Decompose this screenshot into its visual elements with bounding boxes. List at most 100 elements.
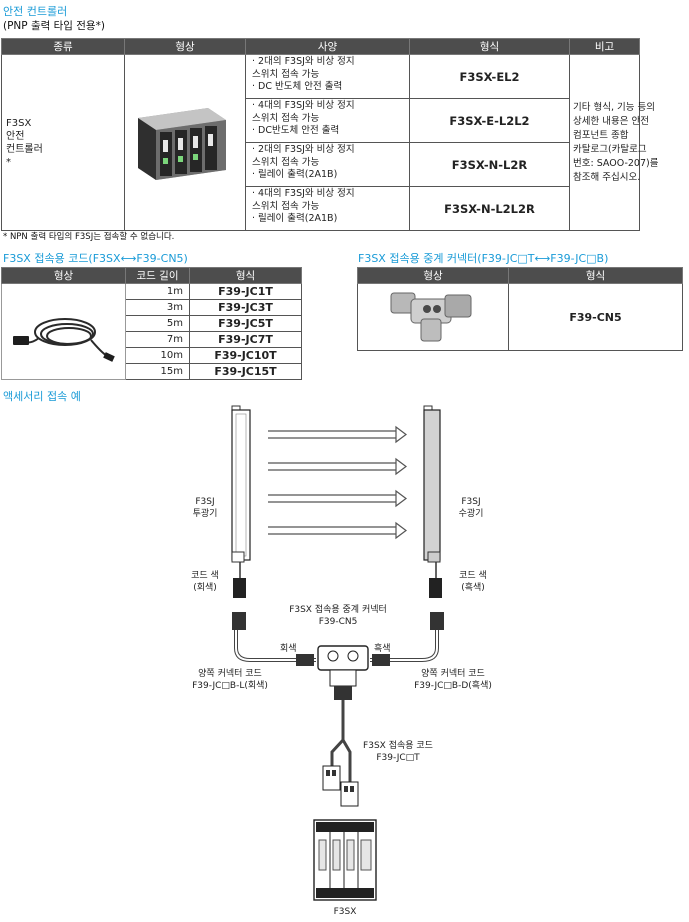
- spec-line: · DC 반도체 안전 출력: [252, 81, 343, 92]
- model-cell: F3SX-EL2: [409, 54, 570, 99]
- spec-line: · 4대의 F3SJ와 비상 정지: [252, 100, 355, 111]
- model-cell: F3SX-E-L2L2: [409, 98, 570, 143]
- controller-image-cell: [124, 54, 246, 231]
- model-cell: F39-JC5T: [189, 315, 302, 332]
- label-line: F3SX 접속용 코드: [363, 741, 433, 751]
- relay-image-cell: [357, 283, 509, 351]
- model-cell: F39-JC15T: [189, 363, 302, 380]
- cord-image: [12, 318, 115, 362]
- header-model: 형식: [508, 267, 683, 284]
- relay-connector-label: F3SX 접속용 중계 커넥터 F39-CN5: [268, 604, 408, 628]
- table-row: F3SX 안전 컨트롤러 *: [1, 54, 658, 231]
- spec-line: · 2대의 F3SJ와 비상 정지: [252, 144, 355, 155]
- cord-color-left-label: 코드 색 (회색): [180, 570, 230, 594]
- table-row: · 2대의 F3SJ와 비상 정지 스위치 접속 가능 · 릴레이 출력(2A1…: [2, 142, 640, 187]
- label-line: (회색): [193, 583, 217, 593]
- label-line: F3SX 접속용 중계 커넥터: [289, 605, 387, 615]
- model-cell: F3SX-N-L2L2R: [409, 186, 570, 231]
- type-line: F3SX: [6, 117, 32, 129]
- cord-table: 형상 코드 길이 형식 1m F39-JC1T 3m F39-JC3T 5m: [1, 267, 302, 380]
- spec-line: 스위치 접속 가능: [252, 68, 320, 80]
- table-row: 15m F39-JC15T: [2, 363, 302, 380]
- spec-line: · 릴레이 출력(2A1B): [252, 169, 338, 180]
- model-cell: F39-JC1T: [189, 283, 302, 300]
- right-cable-icon: [370, 612, 444, 666]
- table-row: · 4대의 F3SJ와 비상 정지 스위치 접속 가능 · 릴레이 출력(2A1…: [2, 186, 640, 231]
- black-label: 흑색: [374, 644, 391, 654]
- gray-label: 회색: [280, 644, 297, 654]
- table-row: 1m F39-JC1T: [1, 283, 302, 380]
- beam-arrows: [268, 425, 407, 540]
- f3sx-cord-label: F3SX 접속용 코드 F39-JC□T: [348, 740, 448, 764]
- table-row: 7m F39-JC7T: [2, 331, 302, 348]
- label-line: F3SJ: [195, 497, 215, 507]
- model-cell: F39-JC3T: [189, 299, 302, 316]
- header-type: 종류: [1, 38, 125, 55]
- receiver-label: F3SJ 수광기: [446, 496, 496, 520]
- cable-left-label: 양쪽 커넥터 코드 F39-JC□B-L(회색): [170, 668, 290, 692]
- header-model: 형식: [189, 267, 302, 284]
- controller-table: 종류 형상 사양 형식 비고 F3SX 안전 컨트롤러 *: [1, 38, 658, 231]
- remark-line: 기타 형식, 기능 등의: [573, 101, 655, 113]
- spec-line: · 릴레이 출력(2A1B): [252, 213, 338, 224]
- cord-color-right-label: 코드 색 (흑색): [448, 570, 498, 594]
- f3sj-receiver-icon: [423, 405, 442, 598]
- remark-line: 컴포넌트 종합: [573, 129, 629, 141]
- spec-cell: · 4대의 F3SJ와 비상 정지 스위치 접속 가능 · 릴레이 출력(2A1…: [245, 186, 410, 231]
- relay-connector-image: [390, 292, 472, 341]
- spec-cell: · 4대의 F3SJ와 비상 정지 스위치 접속 가능 · DC반도체 안전 출…: [245, 98, 410, 143]
- type-line: *: [6, 156, 11, 168]
- table-header-row: 종류 형상 사양 형식 비고: [1, 38, 640, 55]
- table-row: 10m F39-JC10T: [2, 347, 302, 364]
- spec-cell: · 2대의 F3SJ와 비상 정지 스위치 접속 가능 · DC 반도체 안전 …: [245, 54, 410, 99]
- section-title-cord: F3SX 접속용 코드(F3SX⟷F39-CN5): [3, 252, 188, 265]
- header-shape: 형상: [124, 38, 246, 55]
- type-cell: F3SX 안전 컨트롤러 *: [1, 54, 125, 231]
- label-line: F39-JC□B-D(흑색): [414, 681, 492, 691]
- remark-line: 참조해 주십시오.: [573, 171, 641, 183]
- table-row: · 4대의 F3SJ와 비상 정지 스위치 접속 가능 · DC반도체 안전 출…: [2, 98, 640, 143]
- label-line: 양쪽 커넥터 코드: [198, 669, 262, 679]
- emitter-label: F3SJ 투광기: [180, 496, 230, 520]
- label-line: (흑색): [461, 583, 485, 593]
- table-row: F39-CN5: [357, 283, 683, 351]
- spec-line: · 2대의 F3SJ와 비상 정지: [252, 56, 355, 67]
- cable-right-label: 양쪽 커넥터 코드 F39-JC□B-D(흑색): [393, 668, 513, 692]
- f3sj-emitter-icon: [231, 405, 251, 598]
- section-subtitle: (PNP 출력 타입 전용*): [3, 20, 105, 32]
- controller-label: F3SX: [333, 907, 357, 917]
- label-line: F39-JC□T: [376, 753, 420, 763]
- label-line: 코드 색: [191, 571, 219, 581]
- table-header-row: 형상 코드 길이 형식: [1, 267, 302, 284]
- left-cable-icon: [232, 612, 316, 666]
- spec-line: 스위치 접속 가능: [252, 156, 320, 168]
- label-line: 양쪽 커넥터 코드: [421, 669, 485, 679]
- relay-model-cell: F39-CN5: [508, 283, 683, 351]
- spec-line: 스위치 접속 가능: [252, 112, 320, 124]
- f3sx-controller-icon: [313, 819, 377, 901]
- label-line: F39-CN5: [318, 617, 358, 627]
- header-spec: 사양: [245, 38, 410, 55]
- spec-cell: · 2대의 F3SJ와 비상 정지 스위치 접속 가능 · 릴레이 출력(2A1…: [245, 142, 410, 187]
- f3sx-cord-icon: [322, 700, 359, 807]
- header-shape: 형상: [1, 267, 126, 284]
- cord-image-cell: [1, 283, 126, 380]
- label-line: 투광기: [192, 509, 218, 519]
- remark-line: 상세한 내용은 안전: [573, 115, 649, 127]
- section-title-relay: F3SX 접속용 중계 커넥터(F39-JC□T⟷F39-JC□B): [358, 252, 609, 265]
- label-line: 코드 색: [459, 571, 487, 581]
- table-header-row: 형상 형식: [357, 267, 683, 284]
- section-title-example: 액세서리 접속 예: [3, 390, 81, 403]
- spec-line: · 4대의 F3SJ와 비상 정지: [252, 188, 355, 199]
- spec-line: · DC반도체 안전 출력: [252, 125, 340, 136]
- remark-line: 카탈로그(카탈로그: [573, 143, 647, 155]
- label-line: F3SJ: [461, 497, 481, 507]
- relay-connector-icon: [317, 645, 369, 700]
- model-cell: F3SX-N-L2R: [409, 142, 570, 187]
- type-line: 안전: [6, 130, 25, 142]
- type-line: 컨트롤러: [6, 143, 43, 155]
- footnote: * NPN 출력 타입의 F3SJ는 접속할 수 없습니다.: [3, 232, 175, 242]
- remark-cell: 기타 형식, 기능 등의 상세한 내용은 안전 컴포넌트 종합 카탈로그(카탈로…: [569, 54, 658, 231]
- table-row: 5m F39-JC5T: [2, 315, 302, 332]
